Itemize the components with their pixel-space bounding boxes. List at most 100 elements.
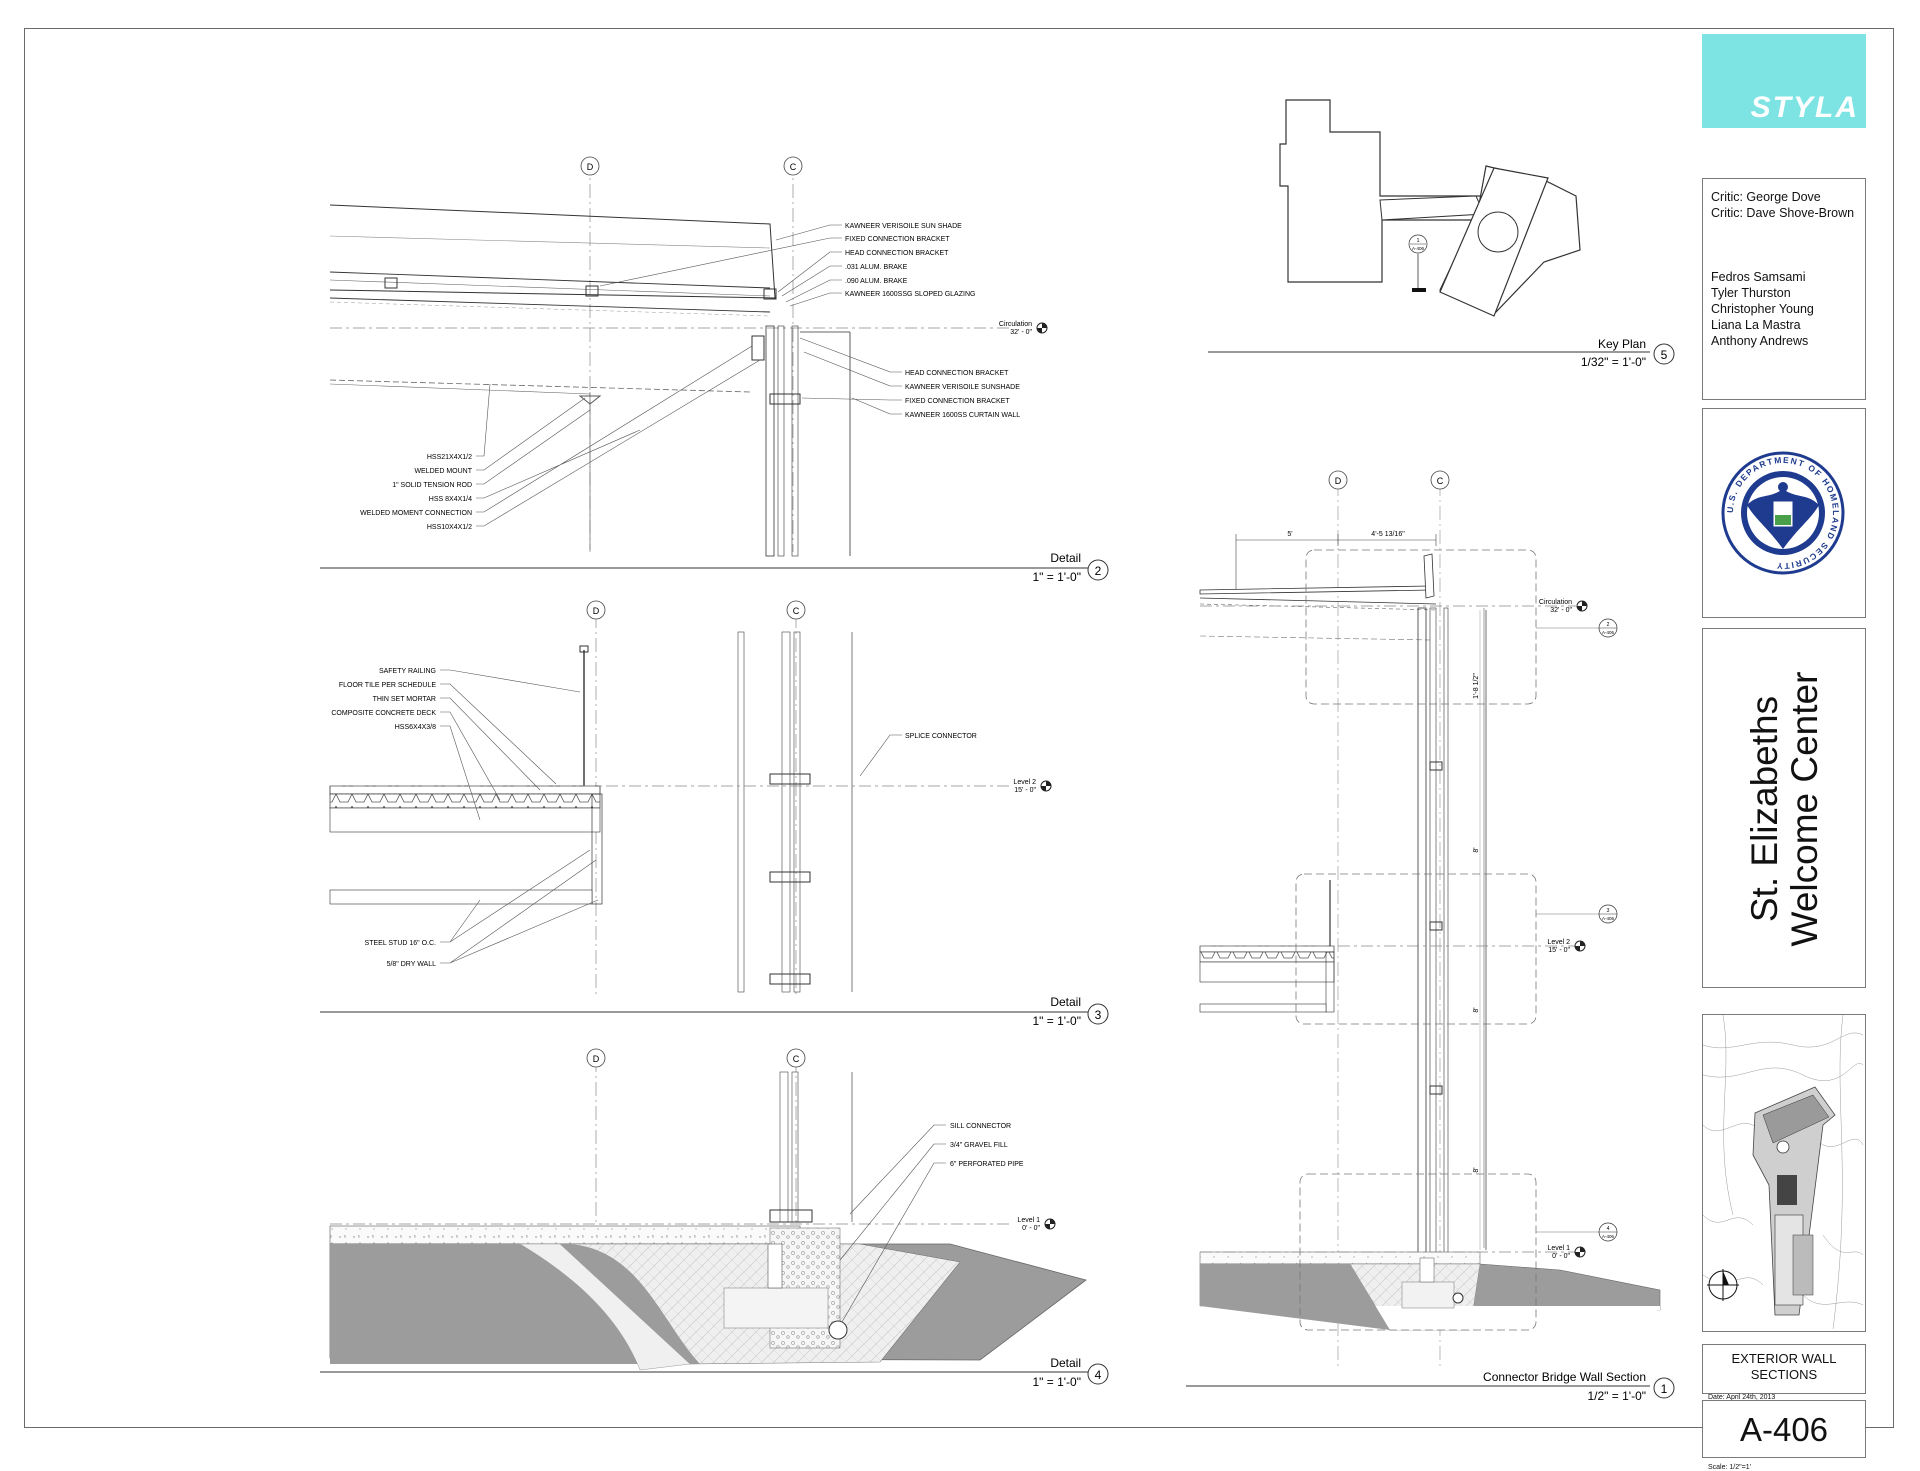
dimension-text: 8'	[1473, 1007, 1480, 1012]
callout-tag-sheet: A-406	[1602, 1234, 1615, 1239]
team-member: Christopher Young	[1711, 302, 1814, 316]
callout-text: THIN SET MORTAR	[373, 696, 436, 703]
grid-label-d: D	[593, 606, 600, 616]
callout-text: FIXED CONNECTION BRACKET	[845, 236, 950, 243]
grid-bubble-c	[1430, 470, 1450, 490]
detail-title: Detail	[1050, 1356, 1081, 1370]
dimension-text: 5'	[1287, 531, 1292, 538]
callout-text: SPLICE CONNECTOR	[905, 733, 977, 740]
project-title-line: Welcome Center	[1784, 671, 1825, 947]
grid-label-d: D	[1335, 476, 1342, 486]
team-credits: Critic: George Dove Critic: Dave Shove-B…	[1702, 178, 1866, 400]
sheet-number: A-406	[1702, 1400, 1866, 1458]
drawing-sheet-border	[24, 28, 1894, 1428]
detail-callout-tag: 4 A-406	[1536, 1222, 1618, 1242]
callout-text: HSS 8X4X1/4	[429, 496, 472, 503]
detail-3-drawing: D C Level 2 15' - 0" SAFETY RAILING FLOO…	[320, 600, 1109, 1028]
callout-tag-number: 3	[1607, 908, 1610, 914]
site-plan-image	[1703, 1015, 1864, 1330]
level-elev: 0' - 0"	[1552, 1253, 1570, 1260]
team-member: Anthony Andrews	[1711, 334, 1809, 348]
drawing-canvas: D C Circulation 32' - 0" KAWN	[320, 99, 1675, 1403]
section-scale: 1/2" = 1'-0"	[1587, 1389, 1646, 1403]
detail-number: 3	[1095, 1008, 1102, 1022]
grid-label-c: C	[1437, 476, 1444, 486]
sheet-name-line: SECTIONS	[1750, 1367, 1818, 1382]
level-name: Circulation	[999, 321, 1032, 328]
callouts-right-top: KAWNEER VERISOILE SUN SHADE FIXED CONNEC…	[599, 223, 975, 307]
keyplan-scale: 1/32" = 1'-0"	[1581, 355, 1646, 369]
grid-label-c: C	[790, 162, 797, 172]
grid-bubble-d	[1328, 470, 1348, 490]
callout-text: FIXED CONNECTION BRACKET	[905, 398, 1010, 405]
project-title-line: St. Elizabeths	[1744, 695, 1785, 923]
callout-text: 3/4" GRAVEL FILL	[950, 1142, 1008, 1149]
section-number-bubble	[1653, 1377, 1675, 1399]
detail-4-drawing: D C Level 1 0' - 0" SILL CONNECTOR 3/4" …	[320, 1048, 1109, 1389]
grid-bubble-c	[783, 156, 803, 176]
firm-logo: STYLA	[1702, 34, 1866, 128]
detail-2-drawing: D C Circulation 32' - 0" KAWN	[320, 156, 1109, 584]
section-tag-sheet: A-406	[1412, 246, 1425, 251]
callout-text: COMPOSITE CONCRETE DECK	[331, 710, 436, 717]
grid-bubble-d	[586, 1048, 606, 1068]
team-member: Fedros Samsami	[1711, 270, 1806, 284]
keyplan-number: 5	[1661, 348, 1668, 362]
key-plan-drawing: 1 A-406 Key Plan 1/32" = 1'-0" 5	[1208, 99, 1675, 369]
grid-label-c: C	[793, 1054, 800, 1064]
grid-label-d: D	[587, 162, 594, 172]
sheet-scale: Scale: 1/2"=1'	[1708, 1464, 1751, 1471]
dimension-text: 4'-5 13/16"	[1371, 531, 1405, 538]
callout-text: KAWNEER 1600SS CURTAIN WALL	[905, 412, 1020, 419]
callout-text: SAFETY RAILING	[379, 668, 436, 675]
callout-text: .090 ALUM. BRAKE	[845, 278, 908, 285]
grid-bubble-c	[786, 1048, 806, 1068]
title-block: STYLA Critic: George Dove Critic: Dave S…	[1702, 34, 1894, 1471]
level-elev: 15' - 0"	[1014, 787, 1036, 794]
site-plan-thumbnail	[1702, 1014, 1866, 1332]
sheet-date: Date: April 24th, 2013	[1708, 1394, 1776, 1401]
callouts-right-bottom: HEAD CONNECTION BRACKET KAWNEER VERISOIL…	[799, 337, 1020, 419]
critic-name: Critic: Dave Shove-Brown	[1711, 206, 1855, 220]
section-number: 1	[1661, 1382, 1668, 1396]
dimension-text: 1'-8 1/2"	[1473, 673, 1480, 699]
callouts-left-bottom: STEEL STUD 16" O.C. 5/8" DRY WALL	[365, 849, 599, 968]
level-name: Level 1	[1547, 1245, 1570, 1252]
level-name: Level 2	[1547, 939, 1570, 946]
callouts-left-top: SAFETY RAILING FLOOR TILE PER SCHEDULE T…	[331, 668, 581, 821]
detail-scale: 1" = 1'-0"	[1032, 1375, 1081, 1389]
detail-scale: 1" = 1'-0"	[1032, 570, 1081, 584]
callout-tag-number: 2	[1607, 622, 1610, 628]
callout-text: STEEL STUD 16" O.C.	[365, 940, 437, 947]
callouts-left: HSS21X4X1/2 WELDED MOUNT 1" SOLID TENSIO…	[360, 345, 761, 531]
callout-right: SPLICE CONNECTOR	[859, 733, 977, 777]
callout-text: WELDED MOUNT	[414, 468, 472, 475]
dhs-seal-icon: U.S. DEPARTMENT OF HOMELAND SECURITY	[1721, 451, 1845, 575]
keyplan-title: Key Plan	[1598, 337, 1646, 351]
detail-number-bubble	[1087, 1363, 1109, 1385]
level-name: Level 1	[1017, 1217, 1040, 1224]
detail-number: 4	[1095, 1368, 1102, 1382]
keyplan-number-bubble	[1653, 343, 1675, 365]
callout-text: KAWNEER VERISOILE SUN SHADE	[845, 223, 962, 230]
grid-bubble-c	[786, 600, 806, 620]
detail-number-bubble	[1087, 559, 1109, 581]
callout-text: 6" PERFORATED PIPE	[950, 1161, 1024, 1168]
callout-text: HSS21X4X1/2	[427, 454, 472, 461]
callout-text: 5/8" DRY WALL	[387, 961, 437, 968]
level-name: Circulation	[1539, 599, 1572, 606]
callout-tag-sheet: A-406	[1602, 630, 1615, 635]
callout-text: .031 ALUM. BRAKE	[845, 264, 908, 271]
grid-bubble-d	[586, 600, 606, 620]
sheet-name: EXTERIOR WALL SECTIONS	[1702, 1344, 1866, 1394]
callout-tag-number: 4	[1607, 1226, 1610, 1232]
team-member: Tyler Thurston	[1711, 286, 1791, 300]
callout-text: HSS6X4X3/8	[395, 724, 436, 731]
critic-name: Critic: George Dove	[1711, 190, 1821, 204]
level-elev: 32' - 0"	[1010, 329, 1032, 336]
project-title-panel: St. Elizabeths Welcome Center	[1702, 628, 1866, 988]
callout-text: KAWNEER VERISOILE SUNSHADE	[905, 384, 1020, 391]
perforated-pipe	[828, 1320, 848, 1340]
sheet-name-line: EXTERIOR WALL	[1731, 1351, 1837, 1366]
grid-label-c: C	[793, 606, 800, 616]
